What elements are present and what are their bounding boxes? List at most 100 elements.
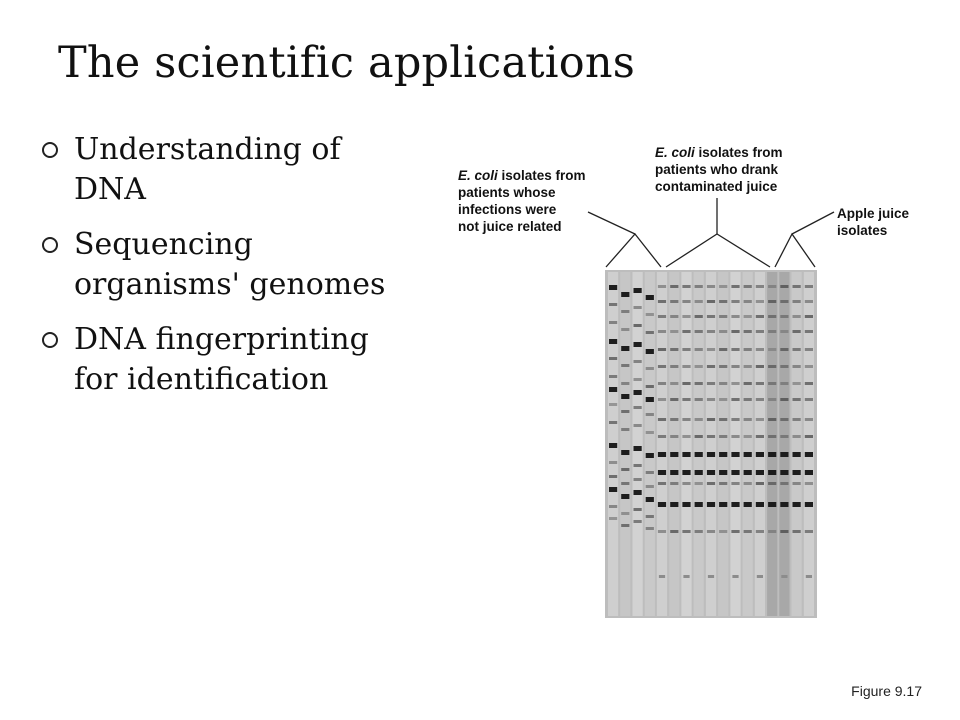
gel-band [731,330,740,333]
gel-band [804,452,813,457]
gel-band [743,348,752,351]
gel-band [792,382,801,385]
gel-band [768,348,777,351]
gel-band [755,418,764,421]
gel-band [682,530,691,533]
gel-band [670,315,679,318]
gel-band [694,348,703,351]
gel-band [755,435,764,438]
gel-band [743,452,752,457]
gel-band [657,502,667,507]
group-label-line: Apple juice [837,206,910,221]
gel-band [743,470,752,475]
gel-band [621,364,630,367]
gel-band [755,330,764,333]
gel-band [645,397,654,402]
bullet-text-line: DNA fingerprinting [74,322,369,357]
gel-band [792,482,801,485]
gel-band [657,530,667,533]
gel-band [804,285,813,288]
gel-band [731,502,740,507]
gel-band [804,348,813,351]
gel-band-faint [732,575,739,578]
gel-band [670,365,679,368]
gel-band [706,365,716,368]
gel-band [670,398,679,401]
bullet-item-sequencing-genomes: Sequencing organisms' genomes [40,225,430,305]
gel-band [670,435,679,438]
gel-band [719,530,728,533]
gel-band [621,468,630,471]
bullet-circle-icon [42,142,58,158]
gel-band [682,330,691,333]
gel-band [755,285,764,288]
gel-band [633,360,642,363]
gel-band [780,300,789,303]
gel-lane [767,272,778,616]
gel-band-faint [658,575,666,578]
gel-band [706,530,716,533]
gel-band [657,330,667,333]
gel-band [731,418,740,421]
gel-band [706,435,716,438]
gel-band [694,435,703,438]
gel-lane [656,272,668,616]
gel-band [780,365,789,368]
gel-band [768,530,777,533]
gel-band [768,315,777,318]
gel-band [768,452,777,457]
gel-band [694,330,703,333]
gel-band [792,330,801,333]
gel-band [670,470,679,475]
gel-band [768,398,777,401]
gel-band [792,300,801,303]
gel-band [621,410,630,413]
gel-band [609,505,618,508]
gel-band [682,452,691,457]
gel-band [804,398,813,401]
gel-band [768,470,777,475]
gel-band [804,435,813,438]
gel-band [609,321,618,324]
gel-band [682,435,691,438]
gel-lanes [608,272,814,616]
gel-band [645,453,654,458]
gel-band [645,313,654,316]
gel-band [609,339,618,344]
gel-band [645,515,654,518]
gel-band [609,517,618,520]
group-label-line: isolates [837,223,887,238]
gel-band [755,530,764,533]
gel-band [719,365,728,368]
group-label-line: infections were [458,202,557,217]
gel-band [645,471,654,474]
gel-band [804,482,813,485]
gel-band [768,502,777,507]
gel-band [743,502,752,507]
gel-lane [791,272,802,616]
gel-band [682,315,691,318]
gel-band [743,382,752,385]
bracket-drank-juice [665,233,771,268]
gel-band [706,285,716,288]
gel-band [682,300,691,303]
gel-band [706,482,716,485]
gel-band [731,382,740,385]
gel-band [609,303,618,306]
gel-band [804,300,813,303]
gel-band [694,482,703,485]
gel-band [804,365,813,368]
gel-band [792,398,801,401]
gel-band [694,315,703,318]
gel-band [609,443,618,448]
gel-band [694,452,703,457]
gel-band [743,418,752,421]
gel-band [633,520,642,523]
gel-band [645,497,654,502]
gel-band [670,452,679,457]
gel-band [633,406,642,409]
gel-band [719,482,728,485]
gel-band [645,349,654,354]
dna-fingerprint-figure: E. coli isolates from patients whose inf… [458,145,910,618]
gel-lane [754,272,765,616]
